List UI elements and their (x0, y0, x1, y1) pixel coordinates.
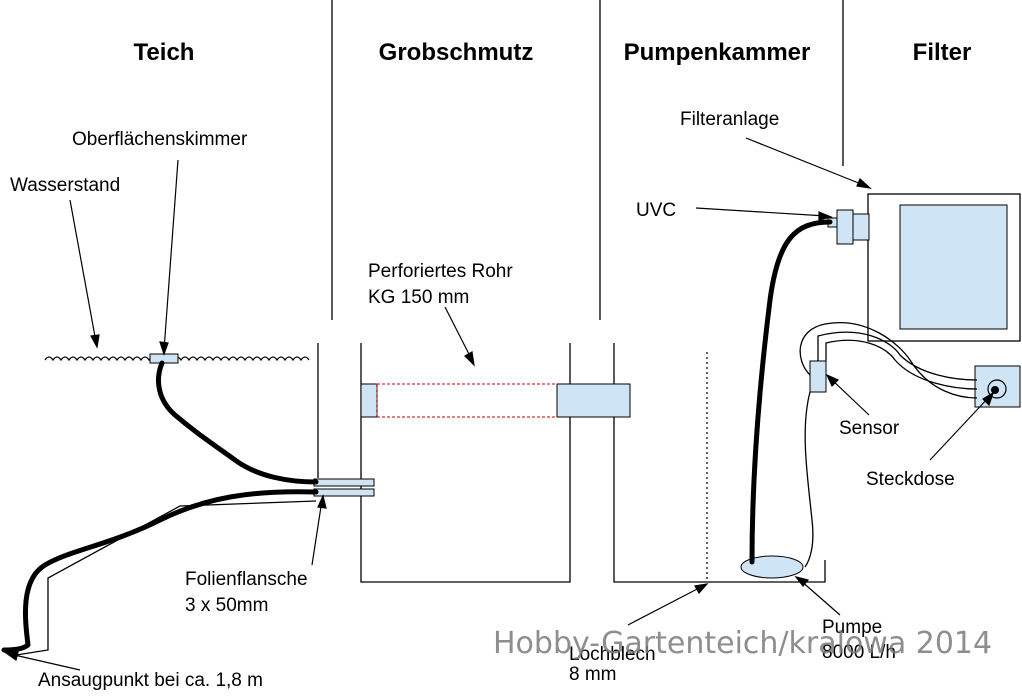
suction-hose (1, 489, 319, 653)
label-perforiertes-rohr-1: Perforiertes Rohr (368, 261, 513, 282)
pump-to-uvc-hose (749, 219, 833, 565)
uvc-unit-connector (852, 213, 870, 241)
label-folienflansche-1: Folienflansche (185, 569, 308, 590)
arrow-filteranlage (745, 137, 867, 187)
skimmer-hose (156, 360, 319, 485)
sensor-cable (817, 331, 978, 381)
sensor-cable-inner (825, 339, 978, 390)
arrow-pumpe (799, 579, 841, 616)
steckdose-hole (991, 386, 999, 394)
arrow-uvc (695, 207, 827, 217)
header-grobschmutz: Grobschmutz (379, 39, 534, 66)
label-ansaugpunkt: Ansaugpunkt bei ca. 1,8 m (38, 670, 263, 691)
arrow-perforiertes-rohr (444, 306, 473, 361)
steckdose-unit (974, 365, 1021, 408)
label-pumpe-2: 8000 L/h (822, 642, 896, 663)
arrow-lochblech (627, 585, 704, 626)
label-wasserstand: Wasserstand (10, 175, 120, 196)
arrow-folienflansche (311, 499, 323, 566)
steckdose-ring (987, 379, 1007, 399)
arrow-wasserstand (69, 199, 97, 343)
header-filter: Filter (913, 39, 972, 66)
label-steckdose: Steckdose (866, 469, 955, 490)
label-oberflaechenskimmer: Oberflächenskimmer (72, 129, 248, 150)
watermark: Hobby-Gartenteich/kralowa 2014 (493, 626, 992, 661)
perforated-pipe (376, 383, 558, 418)
header-pumpenkammer: Pumpenkammer (624, 39, 811, 66)
label-filteranlage: Filteranlage (680, 109, 779, 130)
uvc-unit-body (836, 209, 854, 245)
arrow-sensor (829, 377, 870, 416)
label-folienflansche-2: 3 x 50mm (185, 595, 268, 616)
pump-cable (799, 322, 978, 399)
pump-cable-down (804, 391, 814, 568)
suction-hose-outline (9, 500, 317, 657)
label-uvc: UVC (636, 200, 676, 221)
label-lochblech-1: Lochblech (569, 644, 656, 665)
grobschmutz-chamber (360, 343, 571, 583)
header-teich: Teich (134, 39, 195, 66)
folienflansche-upper (313, 478, 375, 487)
annotation-arrows (4, 137, 995, 671)
pipe-end-left (360, 383, 378, 418)
label-sensor: Sensor (839, 418, 900, 439)
arrow-ansaugpunkt (9, 653, 81, 671)
label-perforiertes-rohr-2: KG 150 mm (368, 287, 469, 308)
pump-unit (740, 555, 804, 579)
sensor-unit (809, 360, 827, 393)
filter-insert (899, 204, 1008, 330)
label-lochblech-2: 8 mm (569, 664, 617, 685)
label-pumpe-1: Pumpe (822, 617, 882, 638)
pipe-through-wall (556, 383, 631, 418)
arrow-steckdose (929, 395, 991, 461)
pumpenkammer-chamber (613, 343, 826, 583)
arrow-oberflaechenskimmer (163, 159, 179, 351)
